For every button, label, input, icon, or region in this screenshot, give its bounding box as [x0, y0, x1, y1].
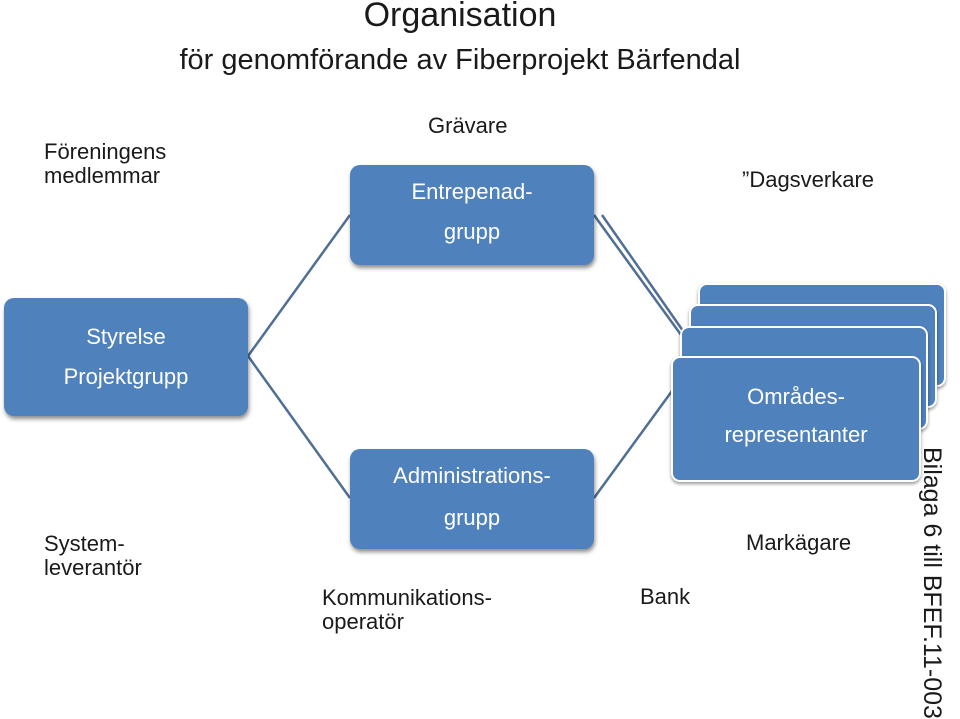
connector-admin-reps	[592, 379, 682, 499]
page-title: Organisation	[363, 0, 557, 34]
label-system-supplier: System- leverantör	[44, 532, 142, 580]
side-note: Bilaga 6 till BFEF.11-003	[918, 447, 946, 719]
box-admin-line2: grupp	[443, 505, 501, 530]
box-board-line1: Styrelse	[86, 324, 166, 349]
label-members: Föreningens medlemmar	[44, 140, 166, 188]
label-members-line1: Föreningens	[44, 139, 167, 164]
page-subtitle: för genomförande av Fiberprojekt Bärfend…	[179, 44, 741, 76]
label-comm-operator-line2: operatör	[322, 609, 404, 634]
box-contractor: Entrepenad- grupp	[350, 165, 594, 265]
label-comm-operator-line1: Kommunikations-	[322, 585, 492, 610]
connector-contractor-reps-2	[600, 214, 690, 339]
box-area-reps: Områdes- representanter	[671, 356, 921, 482]
label-diggers: Grävare	[428, 113, 508, 138]
label-system-supplier-line1: System-	[44, 531, 125, 556]
box-area-reps-line2: representanter	[724, 422, 868, 447]
box-area-reps-line1: Områdes-	[747, 384, 845, 409]
connector-contractor-reps-1	[592, 214, 694, 351]
box-board: Styrelse Projektgrupp	[4, 298, 248, 416]
box-contractor-line2: grupp	[443, 219, 501, 244]
label-daywork: ”Dagsverkare	[742, 167, 875, 192]
label-bank: Bank	[640, 584, 691, 609]
box-admin: Administrations- grupp	[350, 449, 594, 549]
box-board-line2: Projektgrupp	[63, 364, 189, 389]
box-contractor-line1: Entrepenad-	[411, 179, 533, 204]
label-landowner: Markägare	[746, 530, 852, 555]
connector-board-admin	[246, 355, 352, 499]
label-members-line2: medlemmar	[44, 163, 161, 188]
connector-board-contractor	[246, 214, 352, 357]
box-admin-line1: Administrations-	[393, 463, 551, 488]
label-comm-operator: Kommunikations- operatör	[322, 586, 492, 634]
label-system-supplier-line2: leverantör	[44, 555, 142, 580]
